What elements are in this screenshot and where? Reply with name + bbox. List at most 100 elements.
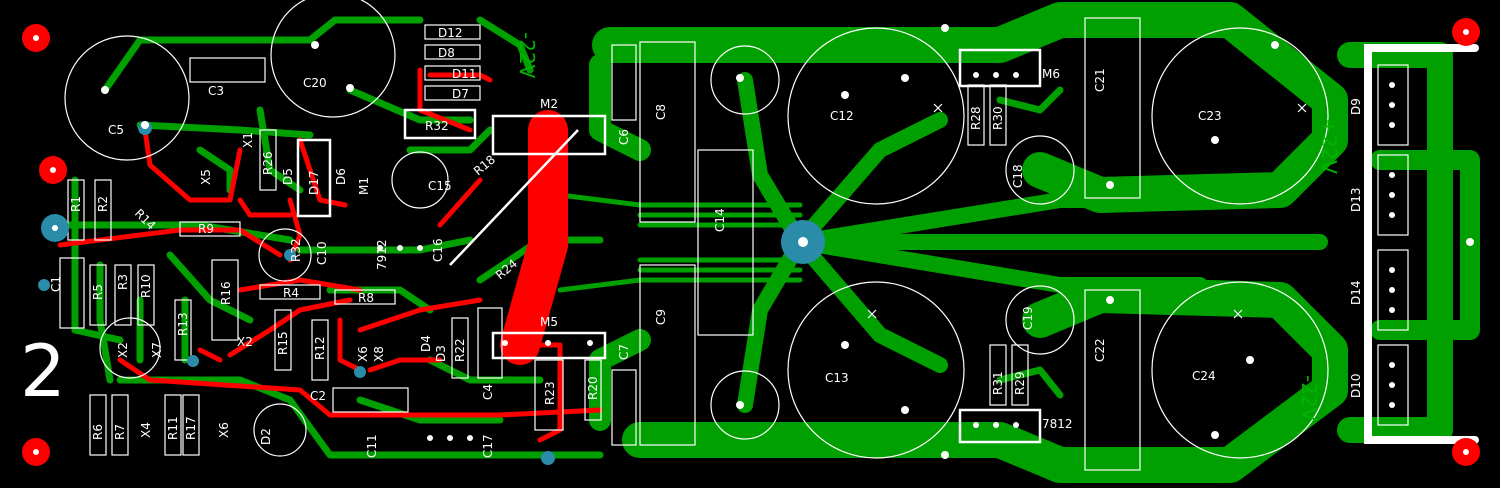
label-d17: D17 [307,170,321,195]
c14a-outline [710,45,780,115]
label-r6: R6 [91,424,105,440]
label-r32: R32 [425,119,449,133]
label-c11: C11 [365,434,379,458]
c23-outline [1151,27,1329,205]
label-d4: D4 [419,335,433,352]
label-r11: R11 [166,416,180,440]
label-x7: X8 [372,346,386,362]
label-x8: M1 [357,177,371,195]
pads [52,24,1474,459]
x1-outline [99,317,161,379]
mounting-holes [22,18,1480,466]
label-r12: R12 [313,336,327,360]
label-c5: C5 [108,123,124,137]
label-r3: R3 [116,274,130,290]
label-x6: X7 [150,342,164,358]
label-r24: R24 [493,256,520,282]
label-c2: C2 [310,389,326,403]
label-d1: R32 [289,238,303,262]
d2-outline [253,403,307,457]
label-m2: M5 [540,315,558,329]
label-c7: C7 [617,344,631,360]
label-c22: C22 [1093,338,1107,362]
label-d9: D9 [1349,98,1363,115]
rail-minus-22v: -22V [1297,375,1321,422]
label-c14: C14 [713,208,727,232]
label-m6: 7812 [1042,417,1073,431]
label-r26: R26 [261,151,275,175]
label-r22: R22 [453,338,467,362]
label-d10: D10 [1349,373,1363,398]
rail-minus-22v: -22V [515,32,539,79]
label-d14: D14 [1349,280,1363,305]
label-r20: R20 [586,376,600,400]
label-d12: D12 [438,26,463,40]
rail-plus-22v: +22V [1317,118,1341,174]
label-d13: D13 [1349,187,1363,212]
c24-outline [1151,281,1329,459]
label-q1: X1 [241,132,255,148]
label-c18: C18 [1011,164,1025,188]
label-r23: R23 [543,381,557,405]
label-m5: M6 [1042,67,1060,81]
label-c12: C12 [830,109,854,123]
label-x2: X4 [139,422,153,438]
label-7812: 7912 [375,239,389,270]
label-c9: C9 [654,309,668,325]
label-d6: D6 [334,168,348,185]
label-r18: R18 [471,152,498,178]
label-d2: D2 [259,428,273,445]
board-number: 2 [20,329,66,413]
label-c17: C17 [481,434,495,458]
label-d7: D7 [452,87,469,101]
c19-outline [1005,285,1075,355]
label-c8: C8 [654,104,668,120]
label-r4: R4 [283,286,299,300]
label-r29: R29 [1013,371,1027,395]
label-r7: R7 [113,424,127,440]
label-c15: C15 [428,179,452,193]
label-r13: R13 [176,312,190,336]
label-r5: R5 [91,284,105,300]
c13-outline [787,281,965,459]
label-d5: D5 [281,168,295,185]
label-m1: M2 [540,97,558,111]
label-c16: C16 [431,238,445,262]
label-x5: X6 [356,346,370,362]
d1-outline [258,228,312,282]
copper-bottom-layer [46,2,1480,483]
label-c1: C1 [49,276,63,292]
label-r17: R17 [184,416,198,440]
c20-outline [270,0,396,118]
label-c21: C21 [1093,68,1107,92]
label-c6: C6 [617,129,631,145]
label-r9: R9 [198,222,214,236]
label-c3: C3 [208,84,224,98]
label-c4: C4 [481,384,495,400]
label-c20: C20 [303,76,327,90]
label-c24: C24 [1192,369,1216,383]
label-x3: X5 [199,169,213,185]
c18-outline [1005,135,1075,205]
label-r2: R2 [96,196,110,212]
label-q2: X2 [237,335,253,349]
label-c10: C10 [315,241,329,265]
label-c23: C23 [1198,109,1222,123]
label-x1: X2 [116,342,130,358]
label-r15: R15 [276,331,290,355]
label-x4: X6 [217,422,231,438]
label-d11: D11 [452,67,477,81]
silkscreen-layer [59,0,1479,471]
label-c13: C13 [825,371,849,385]
label-r14: R14 [132,206,159,233]
label-r1: R1 [69,196,83,212]
c5-outline [64,35,190,161]
label-r10: R10 [139,274,153,298]
label-r8: R8 [358,291,374,305]
c15-outline [391,151,449,209]
label-r28: R28 [969,106,983,130]
label-r31: R31 [991,371,1005,395]
label-r30: R30 [991,106,1005,130]
